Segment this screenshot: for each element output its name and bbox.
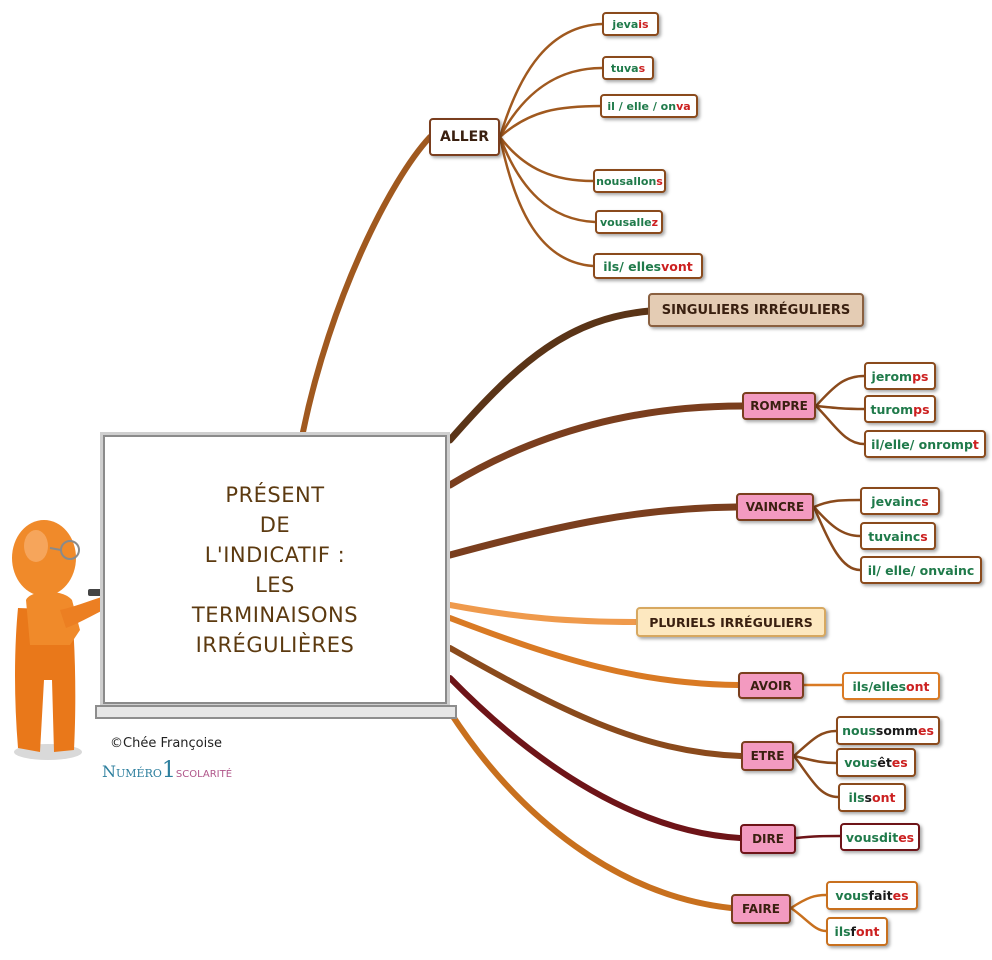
branch-aller [300, 134, 433, 435]
avoir-form: ils/elles ont [842, 672, 940, 700]
board-title-line: TERMINAISONS [191, 602, 359, 627]
board-title-line: DE [259, 512, 291, 537]
branch-etre [447, 645, 744, 759]
central-board: PRÉSENT DE L'INDICATIF : LES TERMINAISON… [100, 432, 450, 707]
board-title-line: IRRÉGULIÈRES [195, 632, 355, 657]
aller-form: ils/ elles vont [593, 253, 703, 279]
node-vaincre: VAINCRE [736, 493, 814, 521]
numero1-logo: NUMÉRO1SCOLARITÉ [102, 758, 233, 783]
node-singuliers-irreguliers: SINGULIERS IRRÉGULIERS [648, 293, 864, 327]
node-dire: DIRE [740, 824, 796, 854]
node-pluriels-irreguliers: PLURIELS IRRÉGULIERS [636, 607, 826, 637]
branch-singuliers [446, 307, 654, 444]
branch-rompre [446, 402, 746, 489]
vaincre-form: il/ elle/ on vainc [860, 556, 982, 584]
branch-pluriels [447, 602, 641, 625]
node-rompre: ROMPRE [742, 392, 816, 420]
branch-dire [447, 675, 743, 841]
node-aller: ALLER [429, 118, 500, 156]
node-avoir: AVOIR [738, 672, 804, 699]
board-tray [95, 705, 457, 719]
node-faire: FAIRE [731, 894, 791, 924]
board-title-line: LES [255, 572, 295, 597]
branch-avoir [447, 615, 741, 688]
credit-text: ©Chée Françoise [110, 736, 223, 751]
branch-vaincre [446, 503, 740, 559]
board-title: PRÉSENT DE L'INDICATIF : LES TERMINAISON… [192, 480, 358, 660]
board-title-line: L'INDICATIF : [204, 542, 346, 567]
board-title-line: PRÉSENT [225, 482, 325, 507]
branch-faire [447, 709, 734, 911]
aller-form: il / elle / on va [600, 94, 698, 118]
node-etre: ETRE [741, 741, 794, 771]
